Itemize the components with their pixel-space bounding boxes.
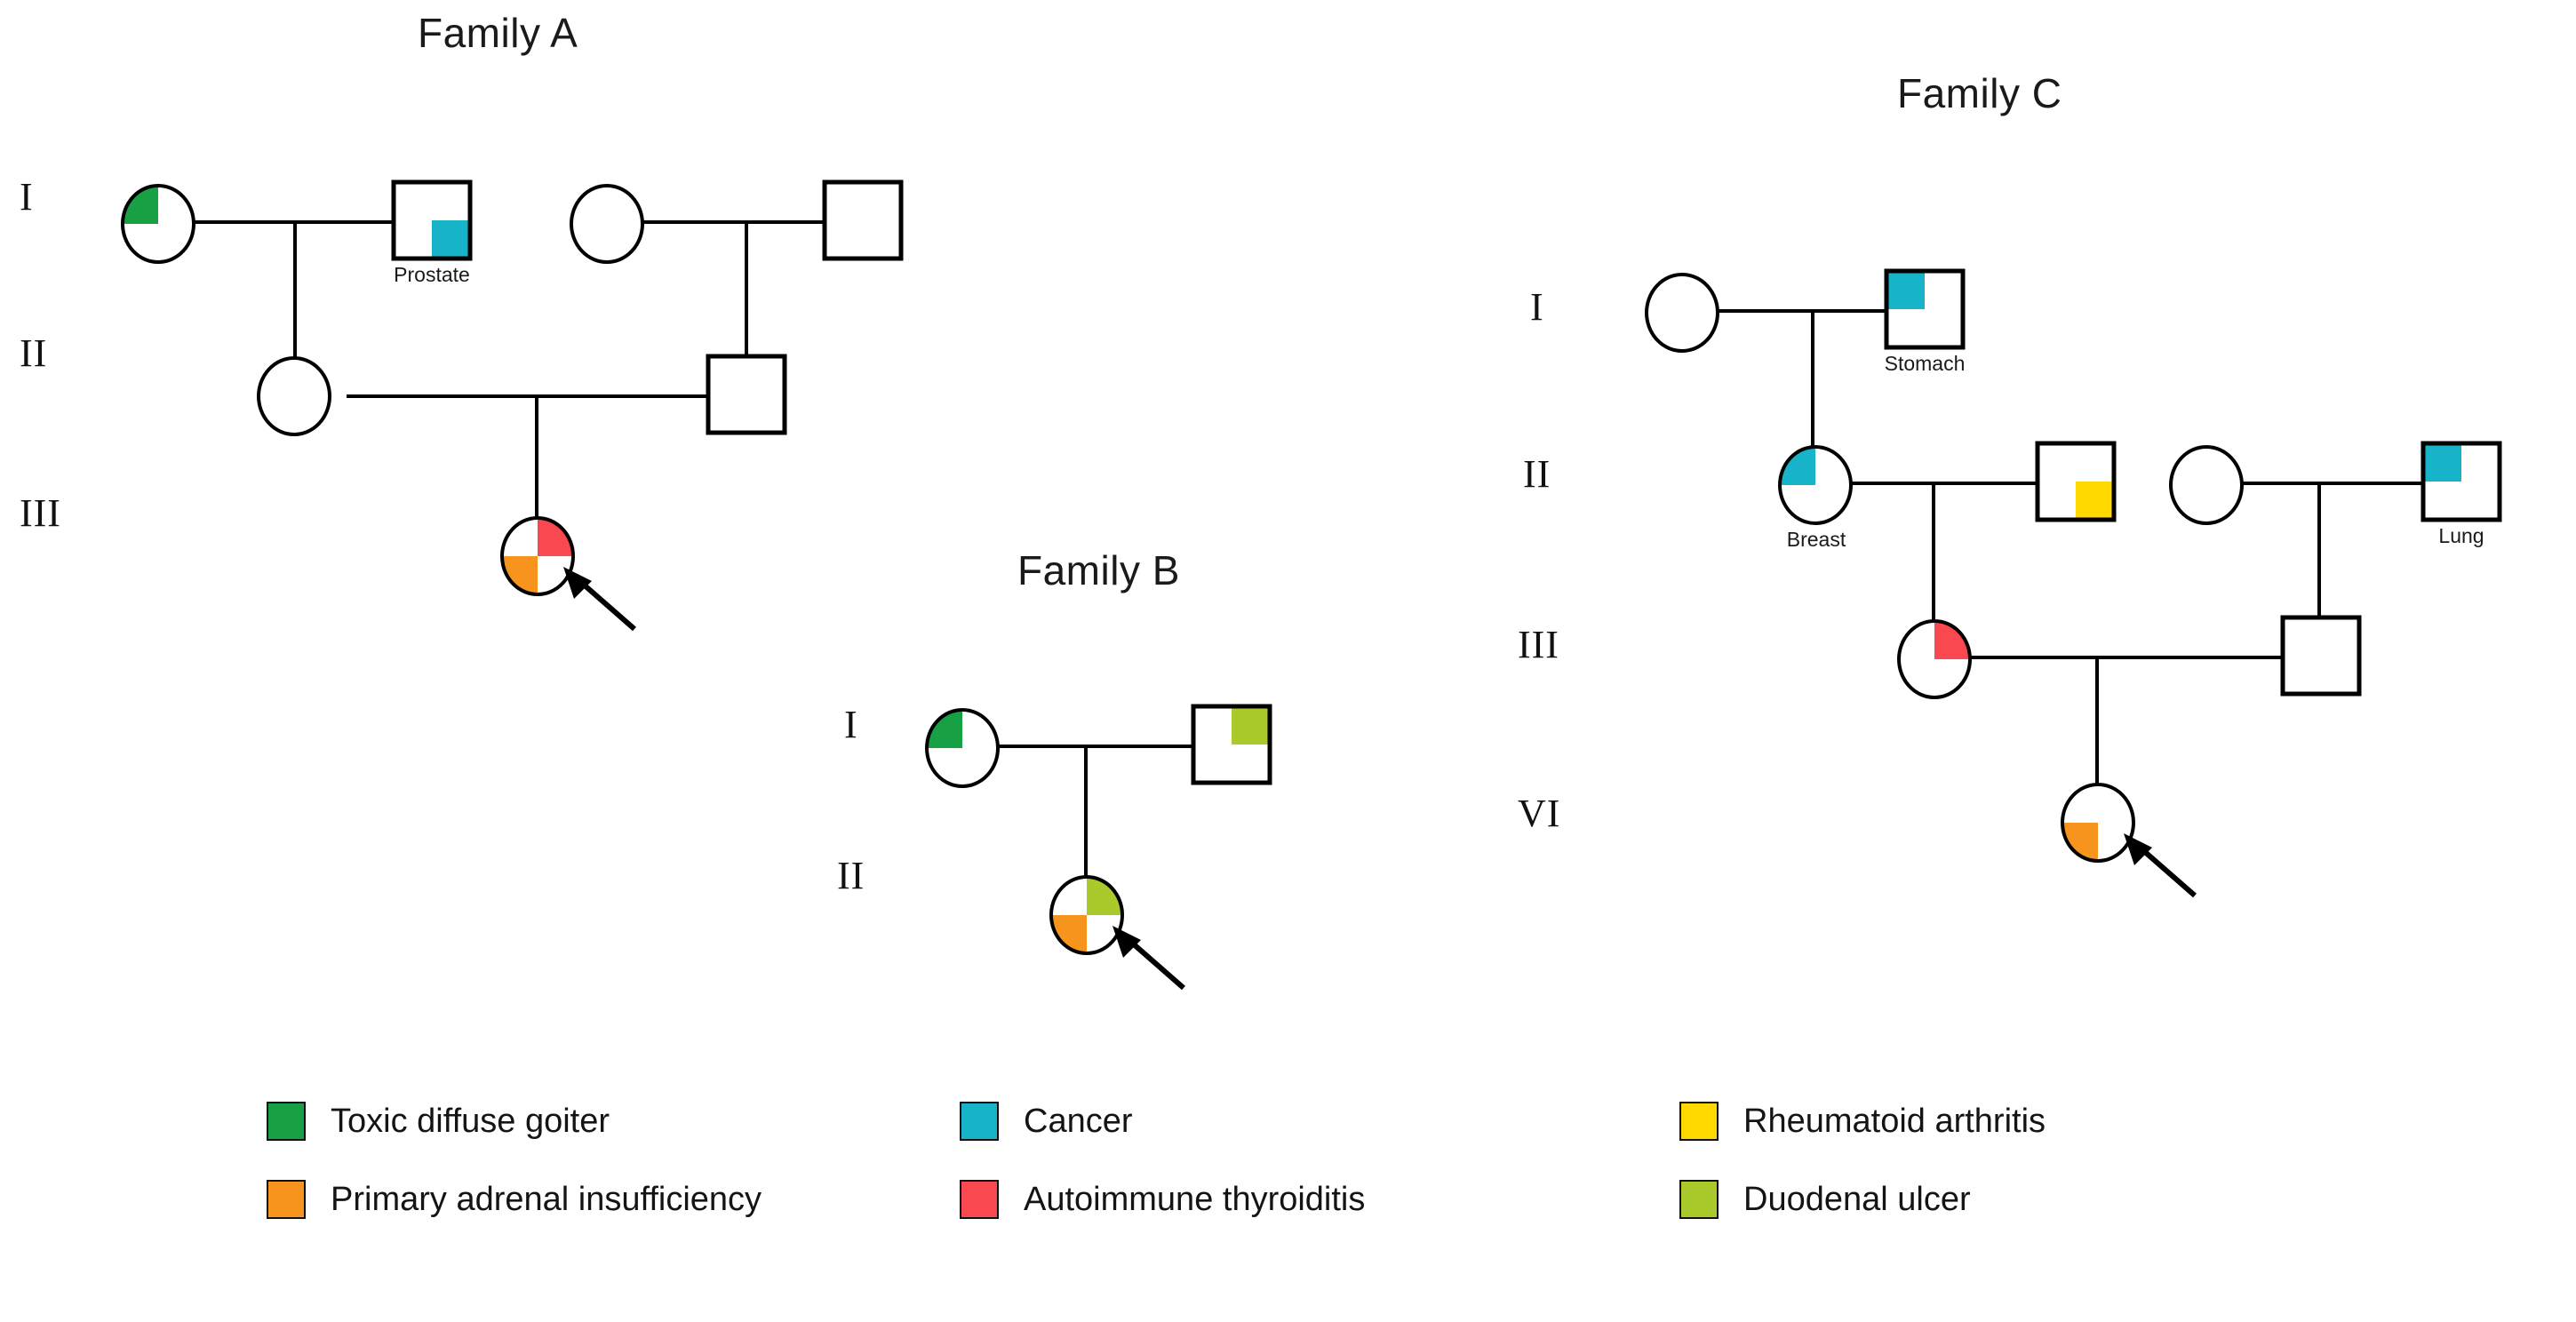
generation-label-c-i: I <box>1530 285 1544 329</box>
pedigree-node-a-ii-2[interactable] <box>706 354 787 435</box>
legend-item-toxic-diffuse-goiter: Toxic diffuse goiter <box>267 1102 960 1141</box>
generation-label-b-ii: II <box>837 854 865 897</box>
pedigree-node-c-i-2[interactable] <box>1884 268 1966 350</box>
node-label-prostate: Prostate <box>394 263 470 286</box>
node-label-lung: Lung <box>2438 524 2484 547</box>
legend-row-1: Toxic diffuse goiter Cancer Rheumatoid a… <box>267 1102 2381 1141</box>
legend-label-cancer: Cancer <box>1024 1102 1133 1140</box>
generation-label-a-ii: II <box>20 331 48 375</box>
pedigree-node-b-i-1[interactable] <box>924 707 1001 789</box>
legend-item-cancer: Cancer <box>960 1102 1679 1141</box>
legend-label-primary-adrenal-insufficiency: Primary adrenal insufficiency <box>331 1180 762 1218</box>
pedigree-node-c-ii-2[interactable] <box>2035 441 2117 522</box>
pedigree-node-b-ii-1-proband[interactable] <box>1049 874 1125 956</box>
pedigree-node-a-i-4[interactable] <box>822 179 904 261</box>
legend: Toxic diffuse goiter Cancer Rheumatoid a… <box>267 1102 2381 1258</box>
descent-line-c-i <box>1811 309 1814 448</box>
legend-item-rheumatoid-arthritis: Rheumatoid arthritis <box>1679 1102 2373 1141</box>
legend-item-autoimmune-thyroiditis: Autoimmune thyroiditis <box>960 1180 1679 1219</box>
pedigree-node-c-vi-1-proband[interactable] <box>2060 782 2136 864</box>
pedigree-node-a-i-2[interactable] <box>391 179 473 261</box>
legend-swatch-duodenal-ulcer <box>1679 1180 1719 1219</box>
pedigree-node-c-ii-1[interactable] <box>1777 444 1854 526</box>
generation-label-b-i: I <box>844 703 858 746</box>
legend-swatch-primary-adrenal-insufficiency <box>267 1180 306 1219</box>
mating-line-c-ii-2 <box>2221 482 2424 485</box>
pedigree-node-c-i-1[interactable] <box>1644 272 1720 354</box>
pedigree-node-a-i-1[interactable] <box>120 183 196 265</box>
descent-line-c-ii-1 <box>1932 482 1935 622</box>
pedigree-node-a-ii-1[interactable] <box>256 355 332 437</box>
legend-swatch-cancer <box>960 1102 999 1141</box>
proband-arrow-b <box>1102 919 1200 999</box>
descent-line-c-ii-2 <box>2317 482 2321 622</box>
legend-label-autoimmune-thyroiditis: Autoimmune thyroiditis <box>1024 1180 1366 1218</box>
generation-label-c-ii: II <box>1523 452 1551 496</box>
mating-line-c-iii <box>1950 656 2285 659</box>
pedigree-node-c-ii-4[interactable] <box>2420 441 2502 522</box>
node-label-breast: Breast <box>1786 528 1846 551</box>
mating-line-c-i <box>1697 309 1889 313</box>
generation-label-a-iii: III <box>20 491 61 535</box>
legend-swatch-autoimmune-thyroiditis <box>960 1180 999 1219</box>
legend-item-primary-adrenal-insufficiency: Primary adrenal insufficiency <box>267 1180 960 1219</box>
descent-line-b-i <box>1084 745 1088 880</box>
legend-label-rheumatoid-arthritis: Rheumatoid arthritis <box>1743 1102 2046 1140</box>
generation-label-c-iii: III <box>1518 623 1559 666</box>
descent-line-c-iii <box>2095 656 2099 785</box>
legend-row-2: Primary adrenal insufficiency Autoimmune… <box>267 1180 2381 1219</box>
legend-swatch-rheumatoid-arthritis <box>1679 1102 1719 1141</box>
pedigree-node-a-iii-1-proband[interactable] <box>499 515 576 597</box>
family-a-title: Family A <box>418 10 578 56</box>
legend-label-toxic-diffuse-goiter: Toxic diffuse goiter <box>331 1102 610 1140</box>
mating-line-a-i-2 <box>640 220 826 224</box>
pedigree-node-c-iii-2[interactable] <box>2280 615 2362 697</box>
pedigree-node-b-i-2[interactable] <box>1191 704 1272 785</box>
generation-label-c-vi: VI <box>1518 792 1561 835</box>
proband-arrow-a <box>553 560 650 640</box>
family-b-title: Family B <box>1017 547 1180 593</box>
generation-label-a-i: I <box>20 175 34 219</box>
mating-line-a-i-1 <box>174 220 395 224</box>
descent-line-a-i-1 <box>293 220 297 361</box>
descent-line-a-ii <box>535 394 538 521</box>
node-label-stomach: Stomach <box>1884 352 1966 375</box>
pedigree-node-c-iii-1[interactable] <box>1896 618 1973 700</box>
proband-arrow-c <box>2113 826 2211 906</box>
pedigree-node-a-i-3[interactable] <box>569 183 645 265</box>
family-c-title: Family C <box>1897 70 2062 116</box>
legend-swatch-toxic-diffuse-goiter <box>267 1102 306 1141</box>
legend-label-duodenal-ulcer: Duodenal ulcer <box>1743 1180 1971 1218</box>
pedigree-node-c-ii-3[interactable] <box>2168 444 2245 526</box>
mating-line-a-ii <box>347 394 746 398</box>
legend-item-duodenal-ulcer: Duodenal ulcer <box>1679 1180 2373 1219</box>
descent-line-a-i-2 <box>745 220 748 361</box>
